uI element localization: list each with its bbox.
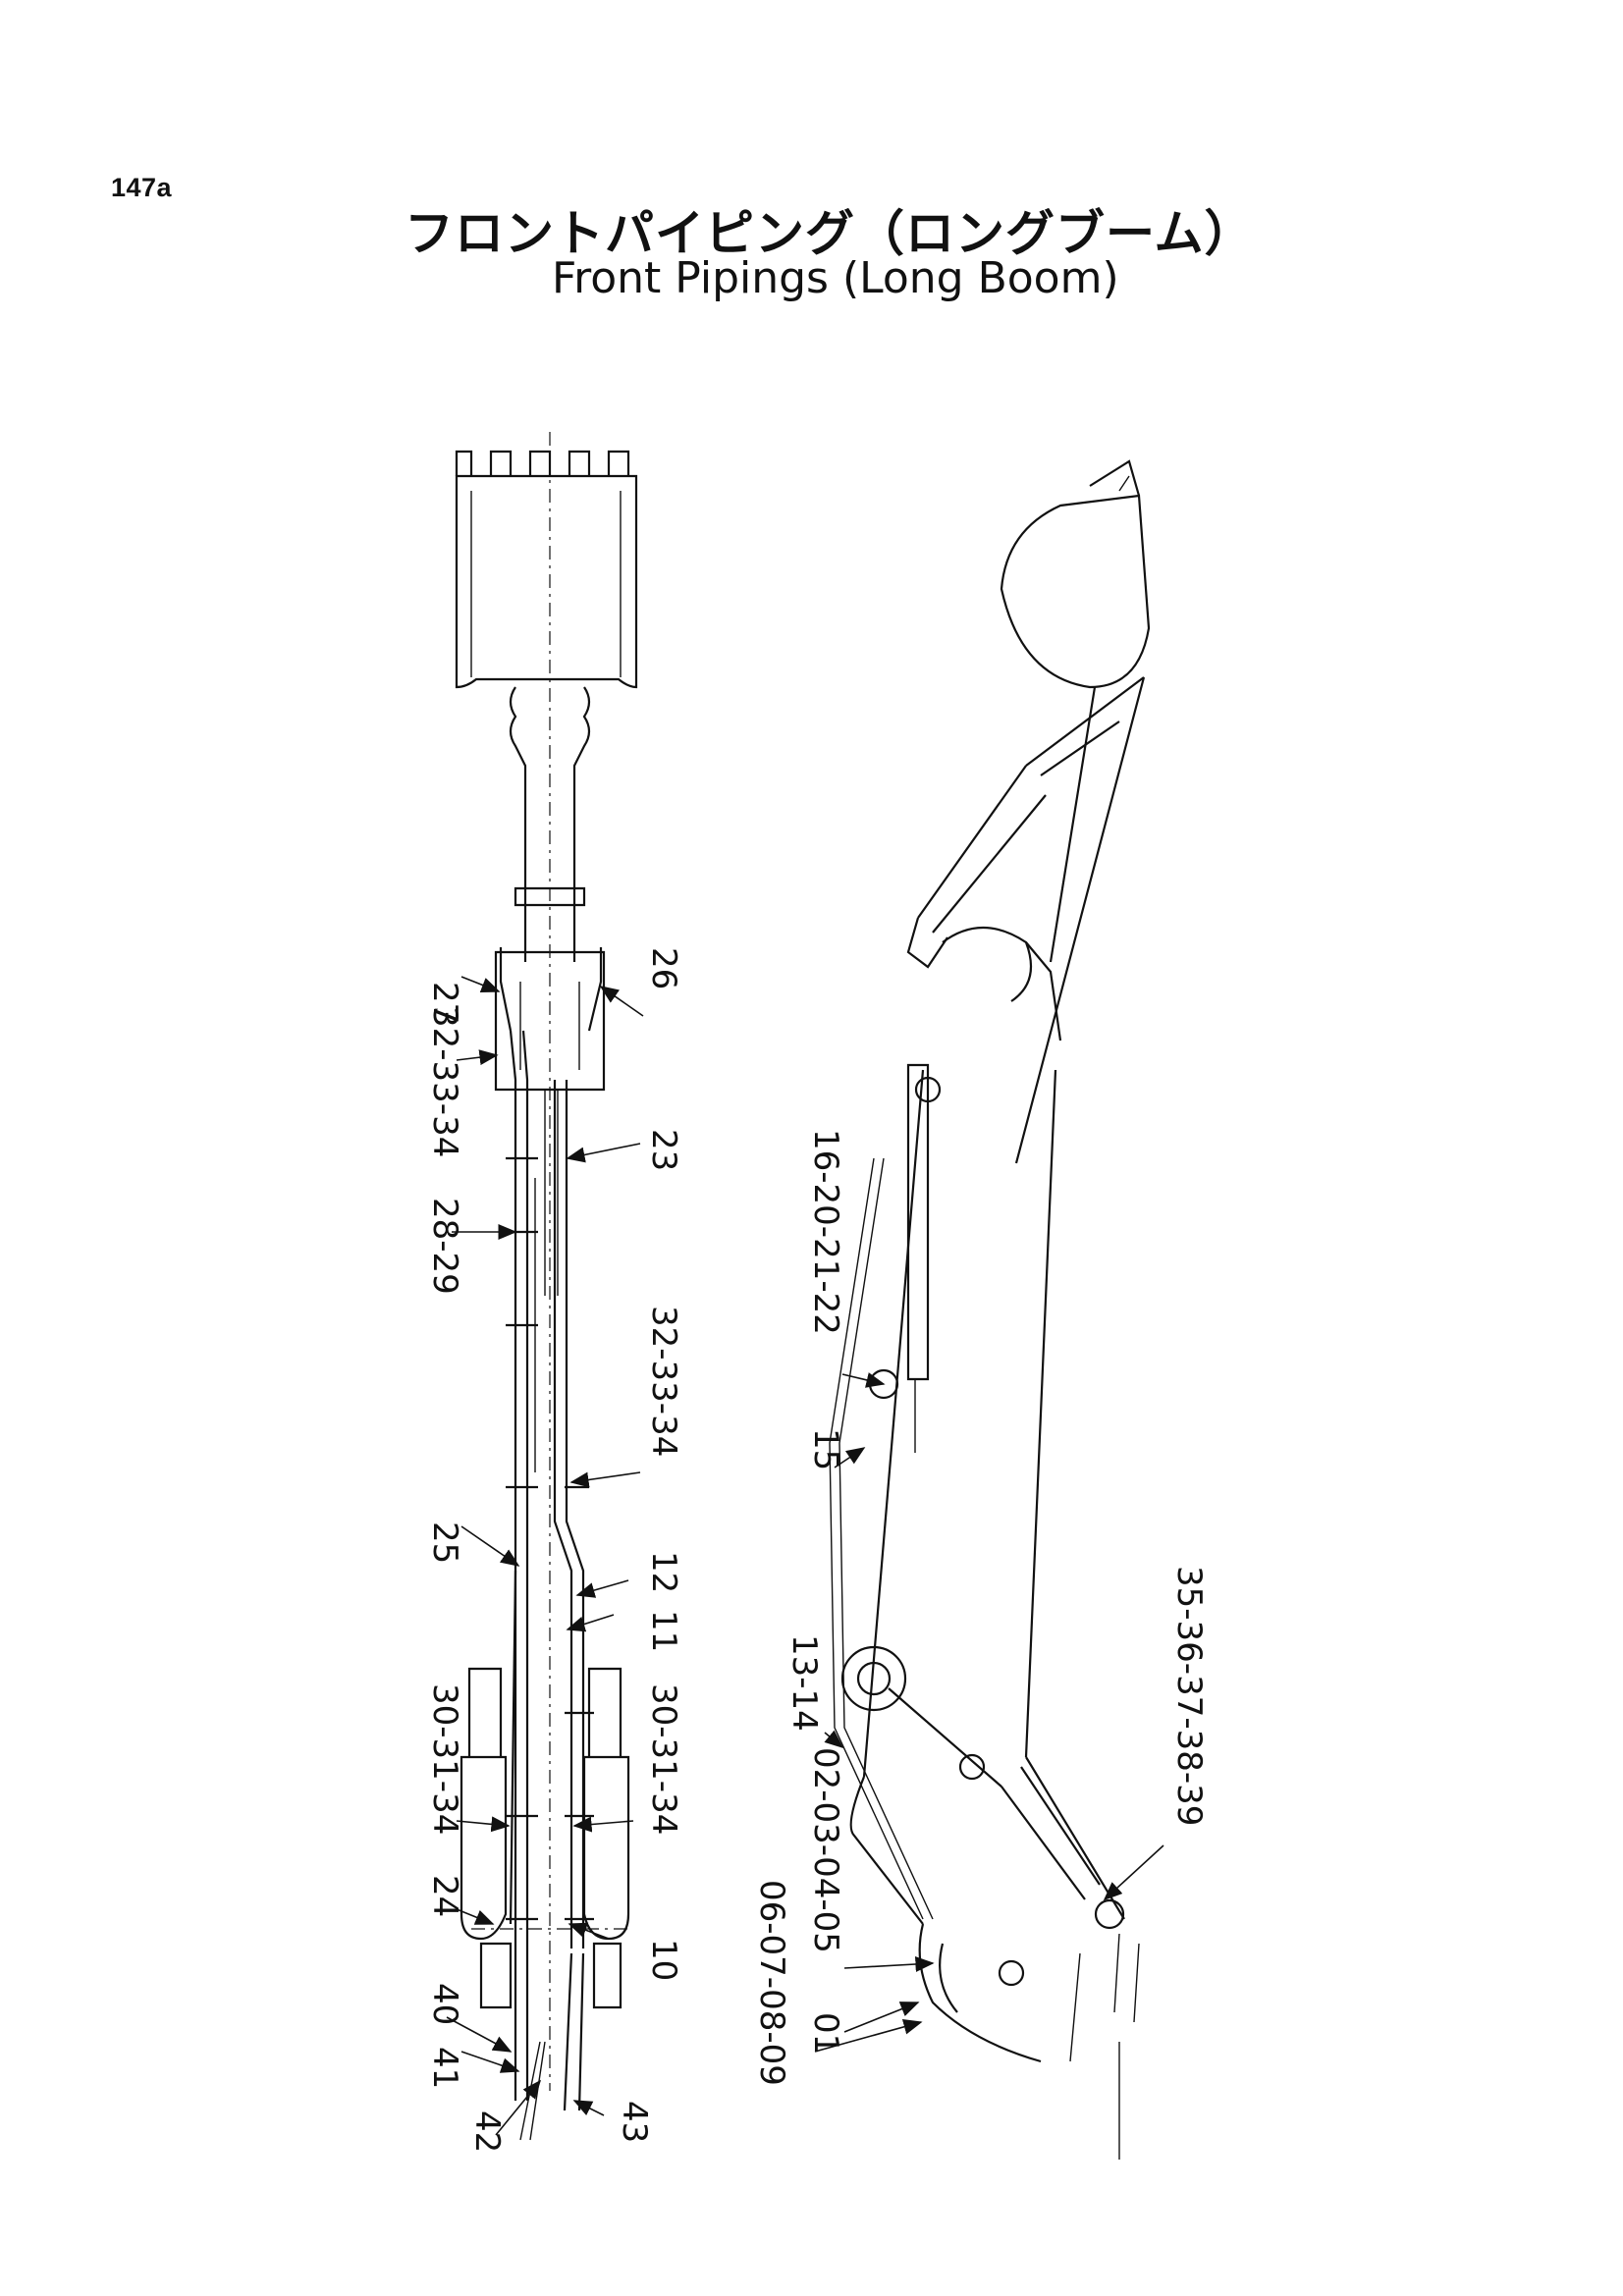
side-view bbox=[829, 459, 1151, 2160]
bucket-top-view bbox=[455, 450, 638, 689]
leader-lines bbox=[446, 976, 1164, 2136]
callout-28-29: 28-29 bbox=[425, 1198, 464, 1295]
callout-43: 43 bbox=[615, 2101, 654, 2143]
callout-27: 27 bbox=[425, 982, 464, 1024]
title-japanese: フロントパイピング（ロングブーム） bbox=[405, 205, 1255, 262]
callout-15: 15 bbox=[806, 1428, 845, 1470]
boom-cylinders bbox=[460, 1667, 630, 1941]
callout-25: 25 bbox=[425, 1522, 464, 1564]
callout-32-33-34-b: 32-33-34 bbox=[644, 1306, 683, 1457]
callout-24: 24 bbox=[425, 1875, 464, 1917]
callout-labels: 27 26 32-33-34 23 28-29 32-33-34 25 12 1… bbox=[425, 947, 1209, 2153]
callout-30-31-34-a: 30-31-34 bbox=[425, 1683, 464, 1835]
callout-06-07-08-09: 06-07-08-09 bbox=[752, 1880, 791, 2086]
callout-16-20-21-22: 16-20-21-22 bbox=[806, 1129, 845, 1335]
bucket-side-view bbox=[1000, 459, 1151, 689]
callout-13-14: 13-14 bbox=[784, 1634, 824, 1732]
callout-41: 41 bbox=[425, 2047, 464, 2089]
callout-11: 11 bbox=[644, 1610, 683, 1652]
callout-40: 40 bbox=[425, 1983, 464, 2025]
callout-42: 42 bbox=[467, 2110, 507, 2153]
callout-30-31-34-b: 30-31-34 bbox=[644, 1683, 683, 1835]
callout-23: 23 bbox=[644, 1129, 683, 1171]
callout-10: 10 bbox=[644, 1939, 683, 1981]
callout-32-33-34-a: 32-33-34 bbox=[425, 1006, 464, 1157]
callout-01: 01 bbox=[806, 2012, 845, 2055]
callout-35-36-37-38-39: 35-36-37-38-39 bbox=[1169, 1566, 1209, 1826]
page-number: 147a bbox=[111, 173, 173, 202]
callout-02-03-04-05: 02-03-04-05 bbox=[806, 1747, 845, 1953]
title-english: Front Pipings (Long Boom) bbox=[552, 253, 1119, 303]
top-view bbox=[455, 432, 638, 2141]
callout-12: 12 bbox=[644, 1551, 683, 1593]
callout-26: 26 bbox=[644, 947, 683, 989]
